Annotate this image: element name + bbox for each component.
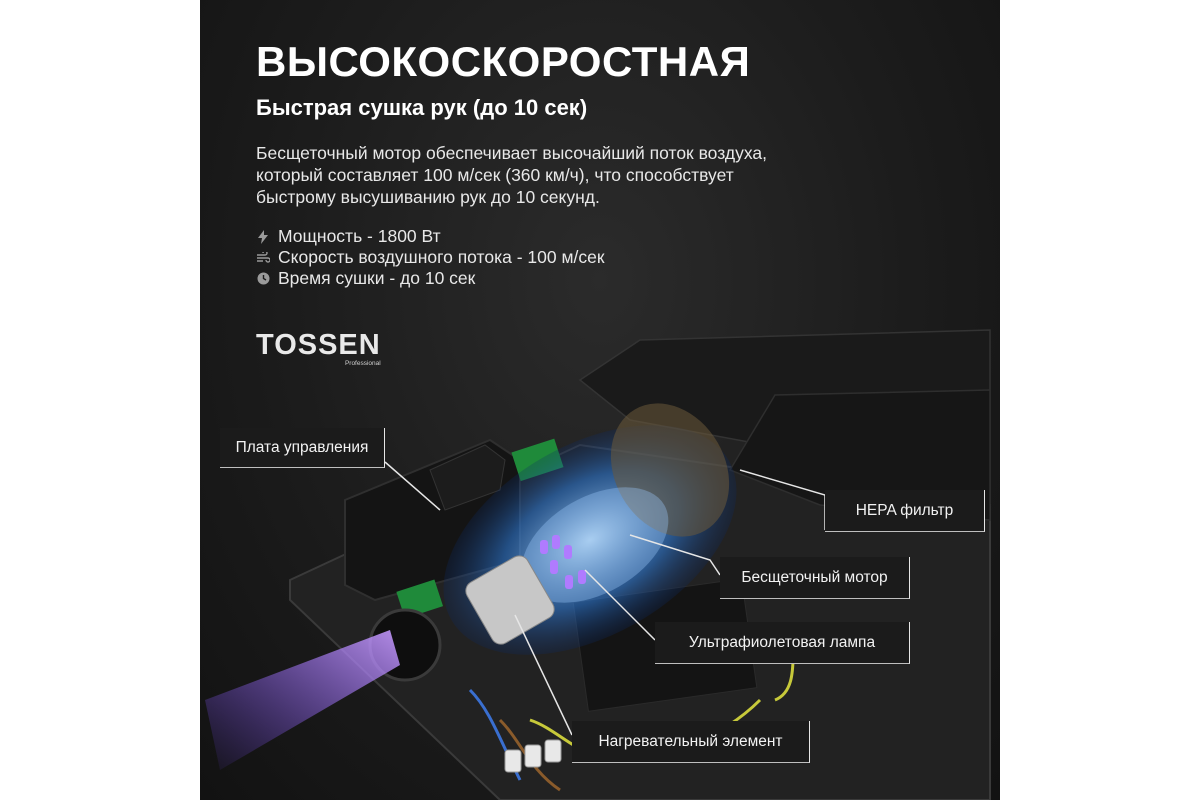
hepa-filter-block	[728, 389, 991, 521]
brand-tagline: Professional	[344, 360, 381, 367]
clock-icon	[256, 272, 270, 286]
leader-uv	[584, 569, 656, 641]
spec-dry-time-text: Время сушки - до 10 сек	[278, 268, 476, 288]
uv-led-array	[540, 535, 586, 589]
description: Бесщеточный мотор обеспечивает высочайши…	[256, 142, 896, 208]
spec-airflow-text: Скорость воздушного потока - 100 м/сек	[278, 247, 605, 267]
subheadline: Быстрая сушка рук (до 10 сек)	[256, 95, 588, 120]
brand-logo: TOSSEN Professional	[256, 329, 381, 367]
callout-heating-element: Нагревательный элемент	[572, 721, 810, 763]
callout-control-board: Плата управления	[220, 428, 385, 468]
brand-name: TOSSEN	[256, 329, 381, 361]
description-line: который составляет 100 м/сек (360 км/ч),…	[256, 165, 734, 185]
lightning-icon	[256, 229, 270, 244]
wind-icon	[256, 251, 270, 265]
control-board-top	[429, 444, 506, 511]
headline: ВЫСОКОСКОРОСТНАЯ	[256, 38, 751, 85]
motor-core	[521, 487, 669, 603]
hand-dryer-cutaway-illustration	[205, 329, 991, 800]
uv-air-stream	[205, 630, 400, 770]
spec-airflow: Скорость воздушного потока - 100 м/сек	[256, 247, 605, 268]
terminal-block	[504, 739, 562, 773]
callout-brushless-motor: Бесщеточный мотор	[720, 557, 910, 599]
spec-list: Мощность - 1800 Вт Скорость воздушного п…	[256, 226, 605, 289]
description-line: быстрому высушиванию рук до 10 секунд.	[256, 187, 600, 207]
spec-power-text: Мощность - 1800 Вт	[278, 226, 441, 246]
motor-cap	[610, 403, 730, 537]
spec-power: Мощность - 1800 Вт	[256, 226, 605, 247]
leader-heating	[514, 614, 573, 736]
leader-control-board	[384, 461, 441, 511]
description-line: Бесщеточный мотор обеспечивает высочайши…	[256, 143, 767, 163]
product-feature-card: ВЫСОКОСКОРОСТНАЯ Быстрая сушка рук (до 1…	[200, 0, 1000, 800]
callout-hepa-filter: HEPA фильтр	[825, 490, 985, 532]
spec-dry-time: Время сушки - до 10 сек	[256, 268, 605, 289]
callout-uv-lamp: Ультрафиолетовая лампа	[655, 622, 910, 664]
leader-motor	[629, 534, 721, 576]
heating-grille	[465, 555, 555, 645]
